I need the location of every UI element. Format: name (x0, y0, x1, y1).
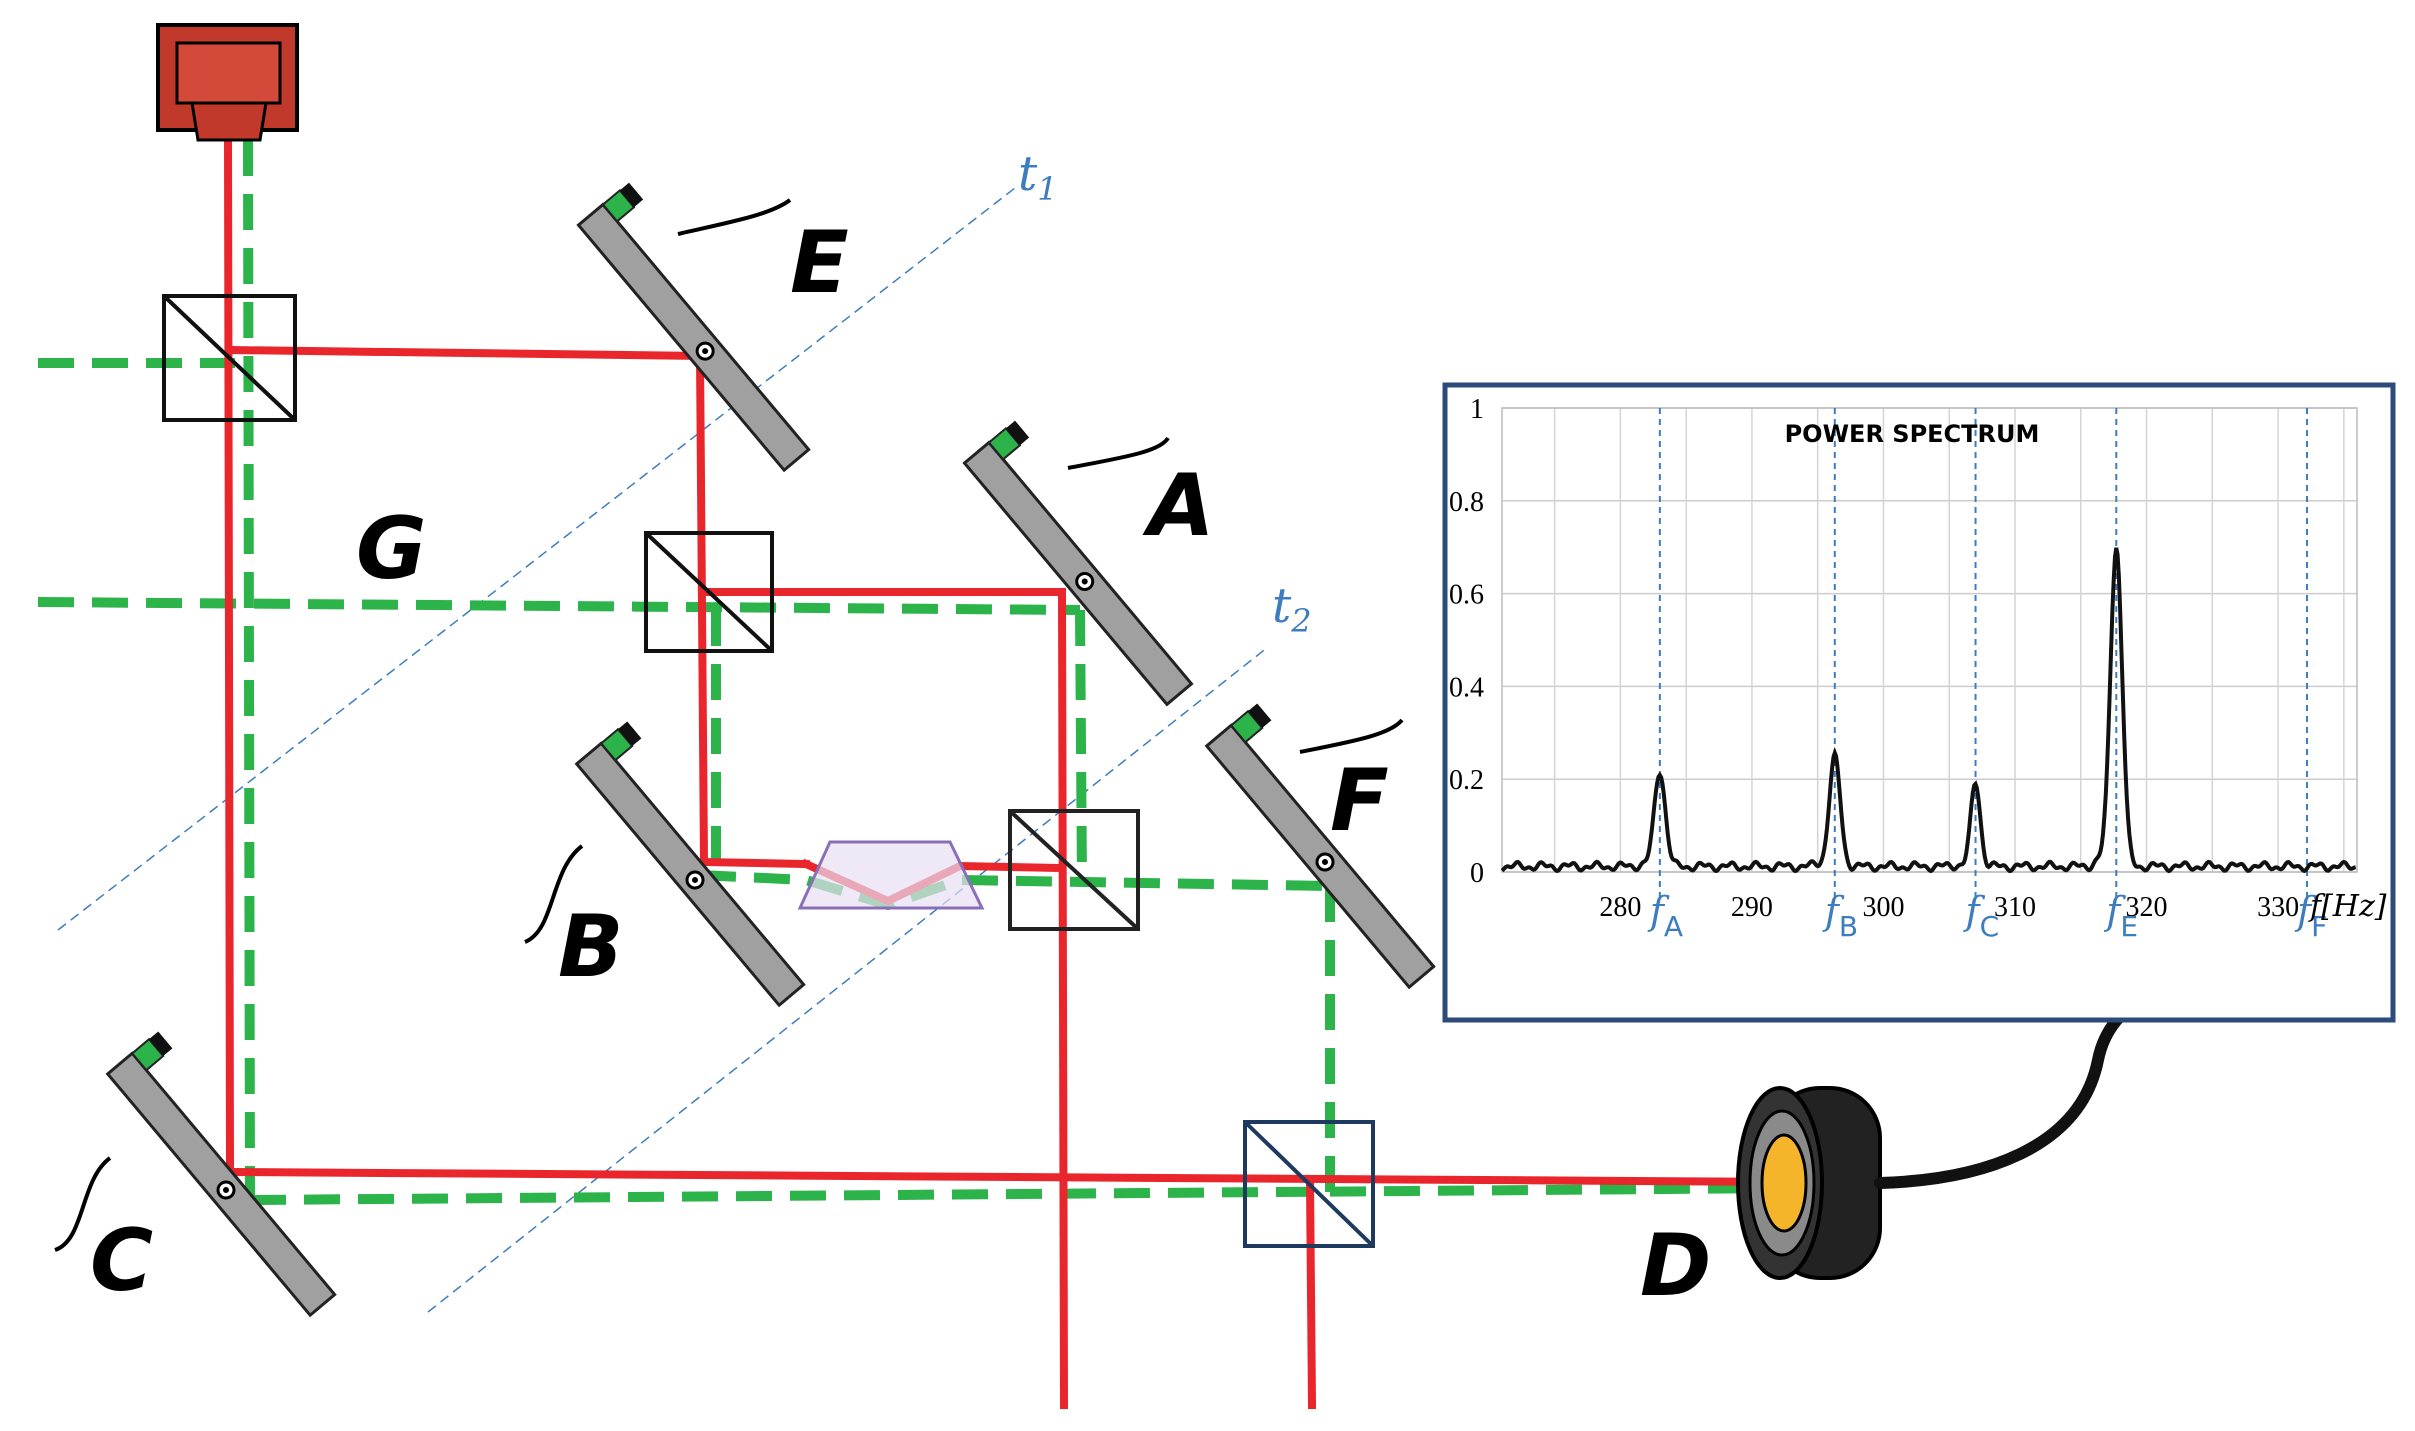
beam-splitter-middle (644, 531, 774, 653)
mirror-e-cable (677, 198, 792, 236)
mirror-a (962, 420, 1194, 707)
mirror-b-cable (524, 844, 584, 944)
mirror-f-cable (1299, 718, 1404, 754)
y-tick-label: 1 (1470, 394, 1484, 425)
mirror-c-cable (54, 1156, 112, 1252)
mirror-a-cable (1067, 436, 1170, 470)
label-e: E (790, 213, 849, 313)
plot-ticks: 0 0.2 0.4 0.6 0.8 1 280 290 300 310 320 330 (1449, 394, 2299, 923)
t2-label: t2 (1272, 578, 1312, 640)
y-tick-label: 0.4 (1449, 672, 1484, 703)
x-tick-label: 320 (2126, 892, 2168, 923)
y-tick-label: 0.2 (1449, 765, 1484, 796)
label-a: A (1142, 456, 1215, 556)
x-tick-label: 300 (1862, 892, 1904, 923)
mirror-e (576, 182, 811, 473)
mirror-c (105, 1031, 337, 1318)
t1-label: t1 (1018, 146, 1058, 208)
mirror-b (574, 721, 806, 1008)
spectrum-curve (1500, 547, 2357, 874)
x-tick-label: 330 (2257, 892, 2299, 923)
label-c: C (90, 1211, 153, 1311)
x-tick-label: 280 (1599, 892, 1641, 923)
t2-time-line (427, 646, 1269, 1313)
label-d: D (1640, 1216, 1711, 1316)
x-tick-label: 290 (1731, 892, 1773, 923)
beam-splitter-center (1008, 809, 1140, 931)
y-tick-label: 0 (1470, 858, 1484, 889)
beam-splitter-bottom (1243, 1120, 1375, 1248)
laser-source (156, 23, 299, 142)
t1-time-line (57, 187, 1016, 931)
mirror-f (1204, 703, 1436, 990)
label-b: B (558, 897, 624, 997)
chart-title: POWER SPECTRUM (1785, 420, 2040, 448)
x-axis-label: f[Hz] (2308, 889, 2387, 924)
dove-prism (797, 840, 985, 910)
label-g: G (356, 499, 427, 599)
x-tick-label: 310 (1994, 892, 2036, 923)
y-tick-label: 0.6 (1449, 580, 1484, 611)
beam-splitter-top-left (162, 294, 297, 422)
y-tick-label: 0.8 (1449, 487, 1484, 518)
photodetector-d (1736, 1086, 1882, 1280)
label-f: F (1330, 751, 1389, 851)
